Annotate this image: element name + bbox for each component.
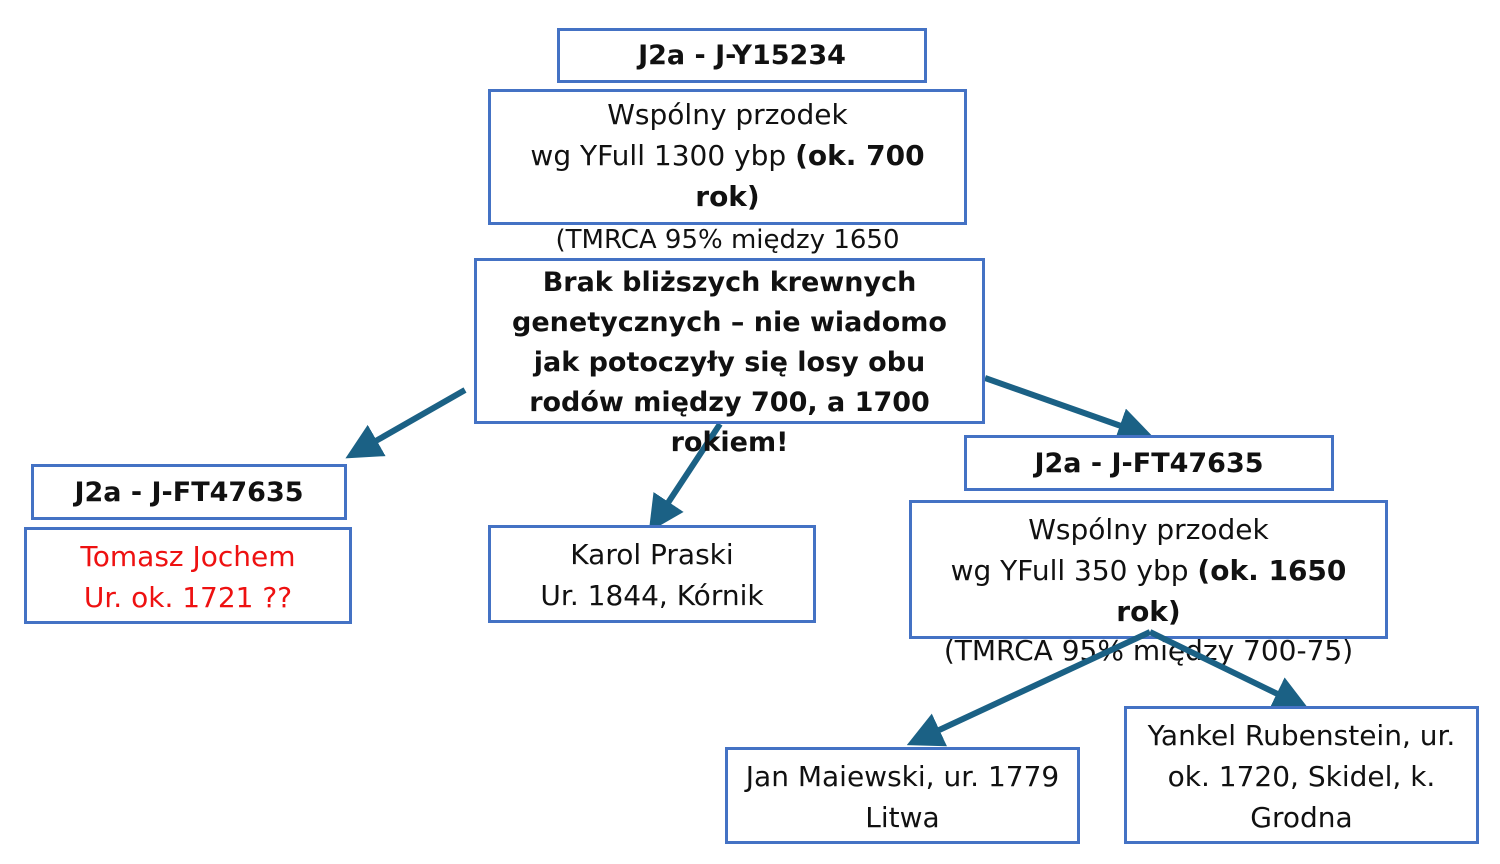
bottom-right-person-box: Yankel Rubenstein, ur. ok. 1720, Skidel,… <box>1124 706 1479 844</box>
right-tmrca-text: (TMRCA 95% między 700-75) <box>943 634 1354 667</box>
top-haplogroup-label: J2a - J-Y15234 <box>638 40 846 71</box>
top-ancestor-year: (ok. 700 <box>795 139 925 172</box>
left-haplogroup-box: J2a - J-FT47635 <box>31 464 347 520</box>
top-ancestor-line1: Wspólny przodek <box>607 98 848 131</box>
bottom-right-person-line1: Yankel Rubenstein, ur. <box>1147 719 1456 752</box>
arrow-to-bottom-right <box>1148 629 1310 710</box>
right-ancestor-year: (ok. 1650 <box>1197 554 1347 587</box>
arrow-to-middle-branch <box>648 422 723 533</box>
top-ancestor-ybp: wg YFull 1300 ybp <box>530 139 796 172</box>
bottom-left-person-line2: Litwa <box>865 801 940 834</box>
right-ancestor-line3: rok) <box>1116 595 1181 628</box>
arrow-to-bottom-left <box>906 629 1152 747</box>
right-ancestor-line2: wg YFull 350 ybp (ok. 1650 <box>951 550 1347 591</box>
right-haplogroup-label: J2a - J-FT47635 <box>1034 447 1264 479</box>
top-ancestor-line2: wg YFull 1300 ybp (ok. 700 <box>530 135 924 176</box>
note-line-2: genetycznych – nie wiadomo <box>512 307 947 338</box>
bottom-right-person-line2: ok. 1720, Skidel, k. <box>1167 760 1436 793</box>
bottom-left-person-box: Jan Maiewski, ur. 1779 Litwa <box>725 747 1080 844</box>
right-ancestor-line1: Wspólny przodek <box>1028 513 1269 546</box>
arrow-to-left-branch <box>345 387 467 459</box>
left-person-box: Tomasz Jochem Ur. ok. 1721 ?? <box>24 527 352 624</box>
top-ancestor-line3: rok) <box>695 180 760 213</box>
bottom-right-person-line3: Grodna <box>1250 801 1353 834</box>
top-tmrca-text: (TMRCA 95% między 1650 <box>555 225 900 255</box>
right-ancestor-ybp: wg YFull 350 ybp <box>950 554 1198 587</box>
right-haplogroup-box: J2a - J-FT47635 <box>964 435 1334 491</box>
top-ancestor-box: Wspólny przodek wg YFull 1300 ybp (ok. 7… <box>488 89 967 225</box>
left-person-birth: Ur. ok. 1721 ?? <box>83 581 293 614</box>
note-line-4: rodów między 700, a 1700 <box>529 387 930 418</box>
note-box: Brak bliższych krewnych genetycznych – n… <box>474 258 985 458</box>
top-haplogroup-box: J2a - J-Y15234 <box>557 28 927 83</box>
note-line-3: jak potoczyły się losy obu <box>533 347 926 378</box>
note-line-1: Brak bliższych krewnych <box>542 267 917 298</box>
bottom-left-person-line1: Jan Maiewski, ur. 1779 <box>745 760 1060 793</box>
middle-person-birth: Ur. 1844, Kórnik <box>540 579 764 612</box>
arrow-to-right-branch <box>984 375 1154 443</box>
left-haplogroup-label: J2a - J-FT47635 <box>74 476 304 508</box>
left-person-name: Tomasz Jochem <box>80 540 296 573</box>
middle-person-name: Karol Praski <box>570 538 734 571</box>
middle-person-box: Karol Praski Ur. 1844, Kórnik <box>488 525 816 623</box>
right-ancestor-box: Wspólny przodek wg YFull 350 ybp (ok. 16… <box>909 500 1388 639</box>
note-line-5: rokiem! <box>670 427 789 458</box>
